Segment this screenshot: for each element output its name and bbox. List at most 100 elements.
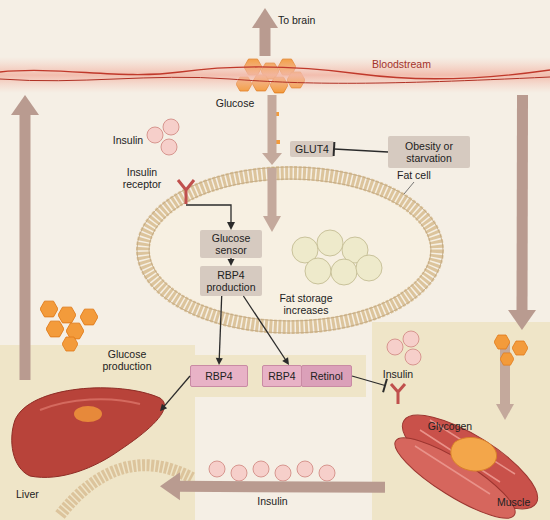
inhibition-bar xyxy=(383,379,387,392)
molecule-label: Glucose xyxy=(210,97,260,109)
connector-line xyxy=(267,95,276,154)
channel-arrowhead xyxy=(263,216,281,232)
glucose-hexagon xyxy=(46,321,64,337)
arrowhead xyxy=(228,259,235,266)
signal-connector xyxy=(243,296,289,365)
insulin-molecule xyxy=(387,339,403,355)
insulin-receptor xyxy=(178,180,194,204)
leader-line xyxy=(404,182,414,194)
bloodstream-band: Bloodstream xyxy=(0,55,550,95)
insulin-molecule xyxy=(253,461,269,477)
fat-cell-membrane xyxy=(135,165,445,335)
condition-box: Obesity or starvation xyxy=(388,136,470,168)
node-text: GLUT4 xyxy=(295,143,329,155)
process-box: Glucose sensor xyxy=(200,230,262,258)
connector-line xyxy=(164,376,190,406)
insulin-molecule xyxy=(163,119,179,135)
bloodstream-band xyxy=(0,55,550,95)
edge-label: Insulin xyxy=(243,495,303,507)
hormone-label: Insulin xyxy=(376,368,420,380)
fat-cell: Fat cellGlucose sensorRBP4 production xyxy=(135,165,445,335)
insulin-molecule xyxy=(319,465,335,481)
vessel-line xyxy=(0,77,550,83)
signal-connector xyxy=(160,376,190,411)
glucose-particle xyxy=(268,100,273,105)
arrowhead xyxy=(11,95,39,115)
to-brain-arrowhead xyxy=(252,8,278,28)
liver-illustration xyxy=(12,388,165,478)
insulin-molecule xyxy=(297,461,313,477)
flow-connector xyxy=(262,95,282,165)
glucose-particle xyxy=(268,124,272,128)
band-fill xyxy=(0,57,550,93)
transporter-box: GLUT4 xyxy=(290,141,334,157)
liver-panel xyxy=(0,345,195,520)
node-text: Obesity or starvation xyxy=(390,140,468,164)
protein-box: RBP4 xyxy=(190,365,248,387)
glucose-hexagon xyxy=(500,353,514,365)
fat-droplet xyxy=(305,258,331,284)
signal-connector xyxy=(228,258,235,266)
inhibition-bar xyxy=(333,142,336,156)
node-text: RBP4 production xyxy=(202,269,260,293)
liver-organ: Liver xyxy=(10,380,160,505)
insulin-receptor xyxy=(391,384,405,404)
to-brain-arrow xyxy=(260,26,271,56)
node-text: RBP4 xyxy=(205,370,232,382)
connector-line xyxy=(20,113,31,380)
flow-connector xyxy=(11,95,39,380)
retinol-label: Retinol xyxy=(301,365,352,387)
insulin-molecule xyxy=(403,331,419,347)
flow-connector xyxy=(160,472,385,500)
inhibition-connector xyxy=(352,376,387,392)
glucose-hexagon xyxy=(58,307,76,323)
protein-label: RBP4 xyxy=(262,365,302,387)
muscle-organ: Muscle xyxy=(385,330,545,515)
muscle-glucose-channel xyxy=(500,342,510,404)
signal-arrowhead xyxy=(227,222,235,230)
insulin-molecule xyxy=(209,461,225,477)
membrane-bilayer xyxy=(143,173,437,327)
connector-line xyxy=(178,481,385,493)
band-label: Bloodstream xyxy=(372,58,431,70)
pathway-label: To brain xyxy=(278,14,338,26)
vessel-line xyxy=(0,67,550,79)
glucose-production-spot xyxy=(74,406,102,422)
protein-complex: RBP4Retinol xyxy=(262,365,352,387)
insulin-molecule xyxy=(231,465,247,481)
arrowhead xyxy=(160,404,167,412)
fat-droplet xyxy=(317,230,343,256)
fat-droplet xyxy=(331,259,357,285)
arrowhead xyxy=(282,357,289,365)
receptor-label: Insulin receptor xyxy=(112,166,172,190)
membrane-outer xyxy=(137,167,443,333)
connector-line xyxy=(517,95,528,312)
glucose-hexagon xyxy=(66,323,84,339)
fat-droplet xyxy=(292,237,318,263)
signal-connector xyxy=(216,296,223,365)
organ-label: Liver xyxy=(16,488,39,500)
arrowhead xyxy=(508,310,536,330)
connector-line xyxy=(219,296,221,359)
connector-line xyxy=(230,258,231,260)
organ-label: Muscle xyxy=(497,496,530,508)
muscle-striation xyxy=(415,420,515,494)
muscle-channel-arrowhead xyxy=(496,404,514,420)
flow-connector xyxy=(508,95,536,330)
rbp4-panel xyxy=(176,355,366,397)
connector-line xyxy=(352,376,385,386)
arrowhead xyxy=(262,153,282,165)
membrane-inner xyxy=(149,179,431,321)
arrowhead xyxy=(160,472,180,500)
glucose-hexagon xyxy=(40,301,58,317)
signal-arrow xyxy=(186,205,231,223)
hormone-label: Insulin xyxy=(108,134,148,146)
glucose-hexagon xyxy=(80,309,98,325)
liver-membrane xyxy=(60,465,192,515)
fat-droplet xyxy=(356,255,382,281)
node-text: Glucose sensor xyxy=(202,232,260,256)
insulin-molecule xyxy=(161,139,177,155)
insulin-molecule xyxy=(275,465,291,481)
glucose-hexagon xyxy=(62,337,78,351)
process-label: Glucose production xyxy=(92,348,162,372)
